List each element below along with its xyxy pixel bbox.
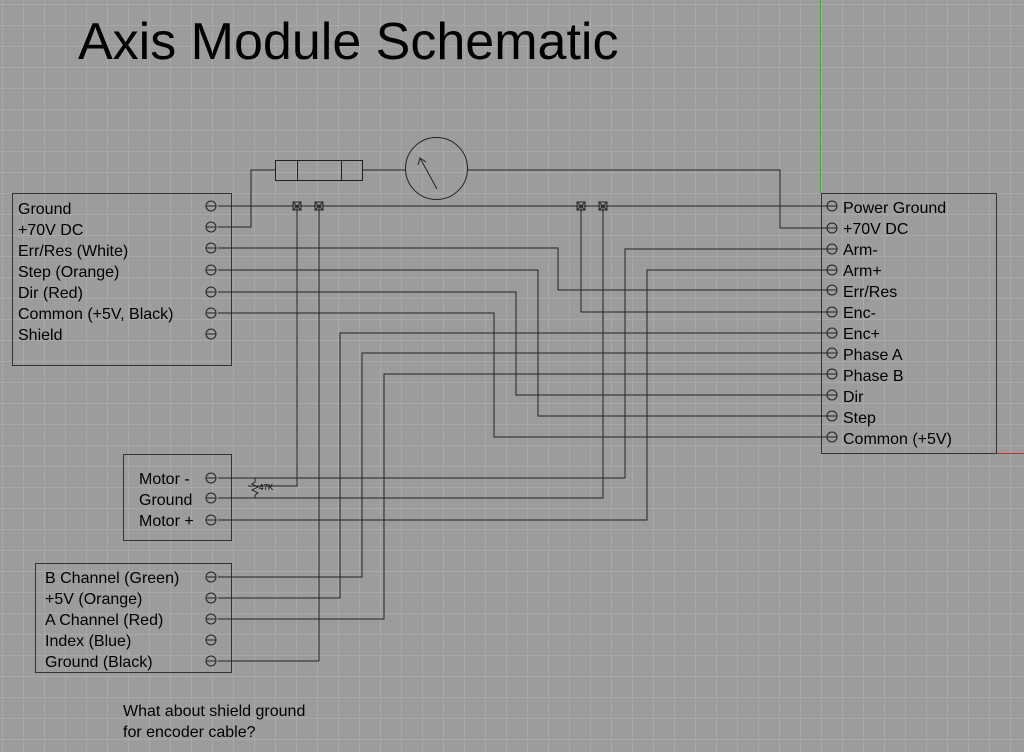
drive-pin-label: Err/Res	[843, 284, 897, 301]
controller-pin-label: +70V DC	[18, 222, 83, 239]
terminal-icon	[205, 286, 217, 298]
controller-pin-label: Step (Orange)	[18, 264, 119, 281]
terminal-icon	[205, 514, 217, 526]
drive-pins: Power Ground +70V DC Arm- Arm+ Err/Res E…	[826, 200, 952, 448]
motor-pin-label: Ground	[139, 492, 192, 509]
terminal-icon	[205, 242, 217, 254]
terminal-icon	[205, 492, 217, 504]
junctions	[292, 201, 608, 211]
terminal-icon	[205, 200, 217, 212]
terminal-icon	[826, 284, 838, 296]
drive-pin-label: Power Ground	[843, 200, 946, 217]
resistor-symbol: 47K	[250, 478, 274, 498]
terminal-icon	[205, 307, 217, 319]
controller-pin-label: Dir (Red)	[18, 285, 83, 302]
encoder-pin-label: A Channel (Red)	[45, 612, 163, 629]
terminal-icon	[205, 328, 217, 340]
terminal-icon	[205, 472, 217, 484]
terminal-icon	[826, 347, 838, 359]
terminal-icon	[826, 389, 838, 401]
motor-pins: Motor - Ground Motor +	[139, 471, 217, 530]
terminal-icon	[205, 613, 217, 625]
drive-pin-label: Phase A	[843, 347, 903, 364]
controller-pin-label: Err/Res (White)	[18, 243, 128, 260]
junction-marker	[576, 201, 586, 211]
meter-gauge	[405, 137, 468, 200]
terminal-icon	[205, 264, 217, 276]
controller-pin-label: Shield	[18, 327, 62, 344]
terminal-icon	[826, 222, 838, 234]
encoder-pin-label: Index (Blue)	[45, 633, 131, 650]
page-title: Axis Module Schematic	[78, 13, 618, 71]
controller-box	[12, 193, 232, 366]
drive-pin-label: Arm-	[843, 242, 878, 259]
terminal-icon	[826, 200, 838, 212]
note-line-2: for encoder cable?	[123, 724, 256, 741]
terminal-icon	[826, 243, 838, 255]
drive-pin-label: Enc+	[843, 326, 880, 343]
drive-pin-label: Step	[843, 410, 876, 427]
fuse-symbol	[275, 160, 363, 181]
encoder-box	[35, 563, 232, 673]
drive-pin-label: Dir	[843, 389, 864, 406]
terminal-icon	[826, 368, 838, 380]
junction-marker	[292, 201, 302, 211]
encoder-pin-label: +5V (Orange)	[45, 591, 142, 608]
drive-box	[821, 193, 997, 454]
resistor-label: 47K	[259, 483, 274, 492]
motor-pin-label: Motor -	[139, 471, 190, 488]
terminal-icon	[826, 306, 838, 318]
terminal-icon	[205, 571, 217, 583]
controller-pin-label: Ground	[18, 201, 71, 218]
controller-pin-label: Common (+5V, Black)	[18, 306, 173, 323]
drive-pin-label: Phase B	[843, 368, 903, 385]
terminal-icon	[826, 431, 838, 443]
junction-marker	[314, 201, 324, 211]
wires	[218, 169, 828, 662]
terminal-icon	[205, 634, 217, 646]
encoder-pin-label: B Channel (Green)	[45, 570, 179, 587]
drive-pin-label: Arm+	[843, 263, 882, 280]
terminal-icon	[826, 410, 838, 422]
junction-marker	[598, 201, 608, 211]
encoder-pins: B Channel (Green) +5V (Orange) A Channel…	[45, 570, 217, 671]
drive-pin-label: +70V DC	[843, 221, 908, 238]
motor-pin-label: Motor +	[139, 513, 194, 530]
drive-pin-label: Common (+5V)	[843, 431, 952, 448]
encoder-pin-label: Ground (Black)	[45, 654, 153, 671]
terminal-icon	[826, 264, 838, 276]
terminal-icon	[205, 655, 217, 667]
controller-pins: Ground +70V DC Err/Res (White) Step (Ora…	[18, 200, 217, 344]
drive-pin-label: Enc-	[843, 305, 876, 322]
note-line-1: What about shield ground	[123, 703, 305, 720]
terminal-icon	[826, 327, 838, 339]
terminal-icon	[205, 221, 217, 233]
terminal-icon	[205, 592, 217, 604]
